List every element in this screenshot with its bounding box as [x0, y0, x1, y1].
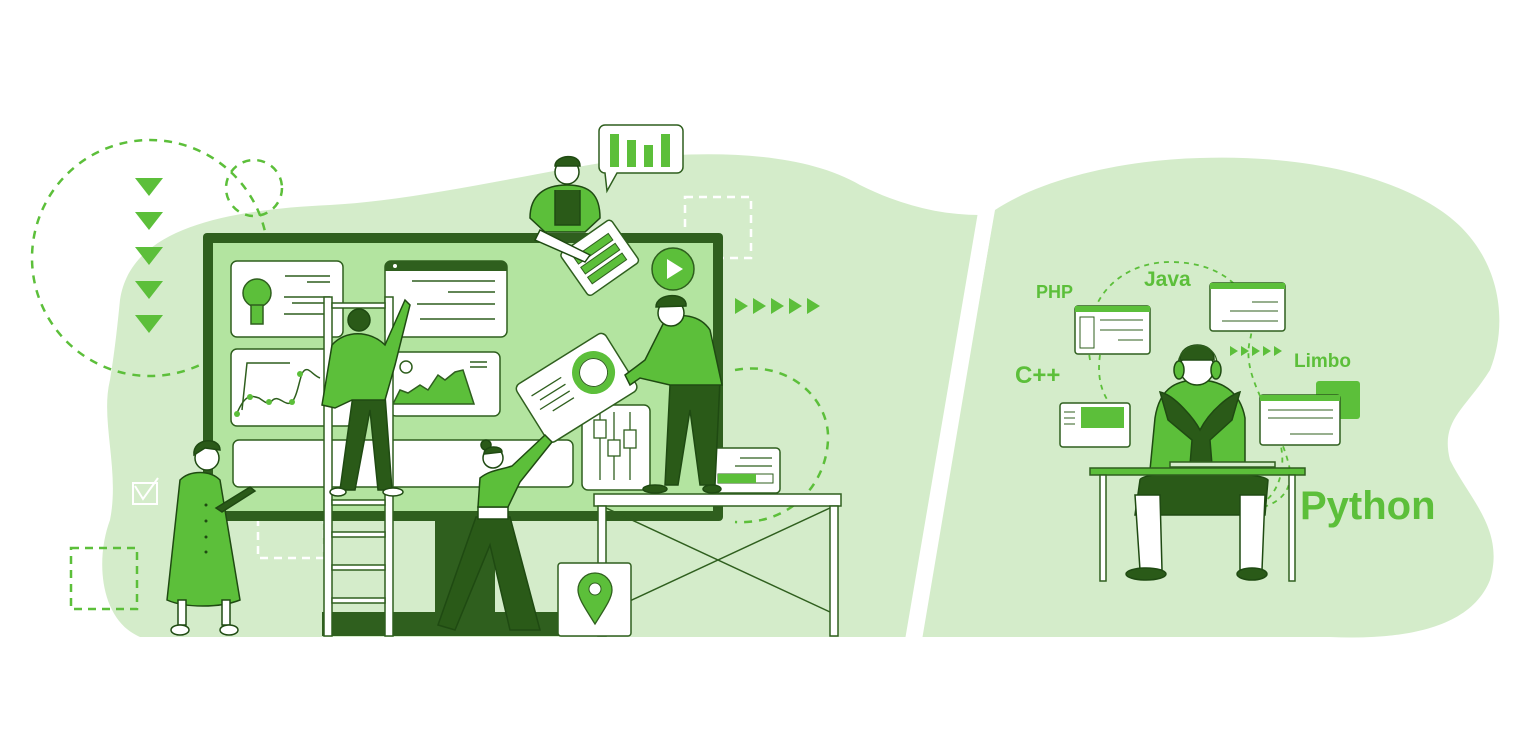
- lightbulb-icon: [242, 278, 272, 308]
- checkmark-icon: [132, 477, 159, 505]
- lightbulb-card: [230, 260, 344, 338]
- dashed-square-bottom-left: [69, 546, 139, 611]
- speech-bubble-bar-chart: [598, 124, 684, 194]
- code-window-cpp: [1059, 402, 1131, 448]
- dashed-orbit: [1087, 261, 1291, 511]
- code-window-limbo: [1259, 394, 1341, 446]
- label-cpp: C++: [1015, 362, 1061, 389]
- code-window-java: [1209, 282, 1286, 332]
- browser-text-card: [384, 260, 508, 338]
- dashed-arc-right: [734, 367, 830, 524]
- down-arrows-icon: [135, 178, 163, 333]
- panel-divider: [905, 208, 995, 640]
- candlestick-card: [581, 404, 651, 491]
- worker-top: [529, 155, 601, 263]
- label-java: Java: [1144, 268, 1191, 291]
- label-python: Python: [1300, 484, 1436, 528]
- line-chart-card: [230, 348, 354, 427]
- man-on-ladder: [321, 298, 411, 497]
- man-with-glasses: [624, 294, 723, 494]
- tilted-donut-card: [515, 332, 638, 443]
- location-pin-icon: [577, 572, 613, 626]
- desk: [1089, 461, 1306, 582]
- code-window-php: [1074, 305, 1151, 355]
- area-chart-card: [389, 351, 501, 417]
- progress-card: [711, 447, 781, 494]
- woman-with-tablet: [166, 440, 257, 636]
- developer-with-headphones: [1125, 344, 1269, 581]
- woman-lifting: [437, 433, 554, 631]
- location-pin-card: [557, 562, 632, 637]
- label-limbo: Limbo: [1294, 351, 1351, 372]
- small-right-arrows-icon: [1230, 346, 1282, 356]
- right-arrows-icon: [735, 298, 820, 314]
- play-button-icon: [651, 247, 695, 291]
- label-php: PHP: [1036, 282, 1074, 302]
